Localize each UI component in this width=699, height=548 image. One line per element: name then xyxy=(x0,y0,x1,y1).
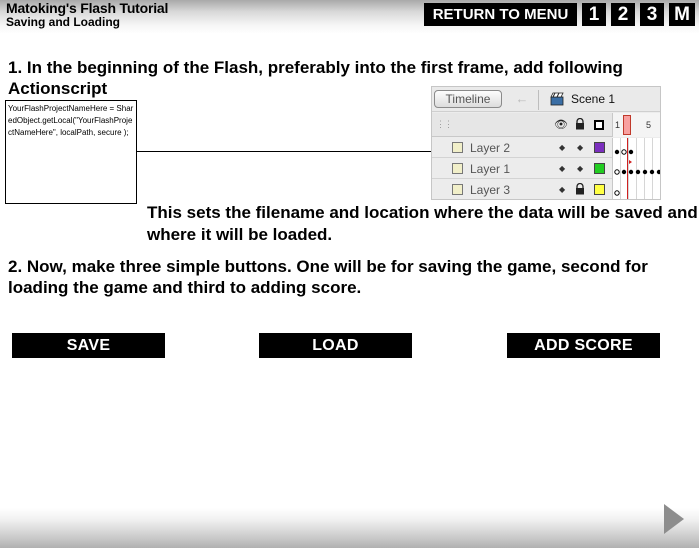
frame-area[interactable] xyxy=(612,138,660,199)
timeline-tab[interactable]: Timeline xyxy=(434,90,502,108)
flash-timeline-panel: Timeline ← Scene 1 ⋮⋮ 👁 1 5 Layer 2 ◆ ◆ xyxy=(431,86,661,200)
outline-toggle-icon[interactable] xyxy=(594,120,604,130)
layer-name: Layer 1 xyxy=(470,162,511,176)
ruler-tick-1: 1 xyxy=(615,120,621,130)
load-button[interactable]: LOAD xyxy=(259,333,412,358)
scene-label: Scene 1 xyxy=(571,92,616,106)
scene-clapper-icon xyxy=(550,92,564,106)
lock-dot-icon[interactable]: ◆ xyxy=(577,143,584,152)
back-arrow-icon[interactable]: ← xyxy=(515,91,529,106)
layer-icon xyxy=(452,184,463,195)
visibility-dot-icon[interactable]: ◆ xyxy=(559,185,566,194)
footer-bar xyxy=(0,508,699,548)
layer-row[interactable]: Layer 1 ◆ ◆ xyxy=(432,159,612,179)
layer-name: Layer 3 xyxy=(470,183,511,197)
step2-instruction: 2. Now, make three simple buttons. One w… xyxy=(8,257,648,297)
layer-icon xyxy=(452,163,463,174)
layer-name: Layer 2 xyxy=(470,141,511,155)
layer-icon xyxy=(452,142,463,153)
menu-short-button[interactable]: M xyxy=(669,3,695,26)
next-arrow-icon[interactable] xyxy=(664,504,684,534)
playhead-line xyxy=(627,138,628,199)
page-3-button[interactable]: 3 xyxy=(640,3,664,26)
ruler-tick-5: 5 xyxy=(646,120,652,130)
timeline-toolbar: Timeline ← Scene 1 xyxy=(432,87,660,112)
frame-ruler: 1 5 xyxy=(612,113,660,137)
layer-color-swatch[interactable] xyxy=(594,184,605,195)
keyframes xyxy=(614,149,660,196)
code-explanation: This sets the filename and location wher… xyxy=(147,203,698,244)
visibility-dot-icon[interactable]: ◆ xyxy=(559,164,566,173)
layer-color-swatch[interactable] xyxy=(594,142,605,153)
connector-line xyxy=(137,151,614,152)
return-to-menu-button[interactable]: RETURN TO MENU xyxy=(424,3,577,26)
playhead-icon[interactable] xyxy=(623,115,631,135)
page-1-button[interactable]: 1 xyxy=(582,3,606,26)
actionscript-code-box: YourFlashProjectNameHere = SharedObject.… xyxy=(5,100,137,204)
lock-icon[interactable] xyxy=(575,183,585,195)
step1-instruction: 1. In the beginning of the Flash, prefer… xyxy=(8,58,623,98)
tutorial-subtitle: Saving and Loading xyxy=(6,15,121,29)
page-2-button[interactable]: 2 xyxy=(611,3,635,26)
drag-handle-icon[interactable]: ⋮⋮ xyxy=(436,119,453,129)
frame-grid xyxy=(613,138,660,199)
add-score-button[interactable]: ADD SCORE xyxy=(507,333,660,358)
layer-row[interactable]: Layer 3 ◆ xyxy=(432,180,612,199)
tutorial-title: Matoking's Flash Tutorial xyxy=(6,0,169,16)
lock-dot-icon[interactable]: ◆ xyxy=(577,164,584,173)
lock-icon[interactable] xyxy=(575,118,585,130)
timeline-header: ⋮⋮ 👁 1 5 xyxy=(432,113,660,137)
visibility-dot-icon[interactable]: ◆ xyxy=(559,143,566,152)
eye-icon[interactable]: 👁 xyxy=(554,119,568,131)
layer-row[interactable]: Layer 2 ◆ ◆ xyxy=(432,138,612,158)
save-button[interactable]: SAVE xyxy=(12,333,165,358)
toolbar-divider xyxy=(538,90,539,110)
layer-color-swatch[interactable] xyxy=(594,163,605,174)
